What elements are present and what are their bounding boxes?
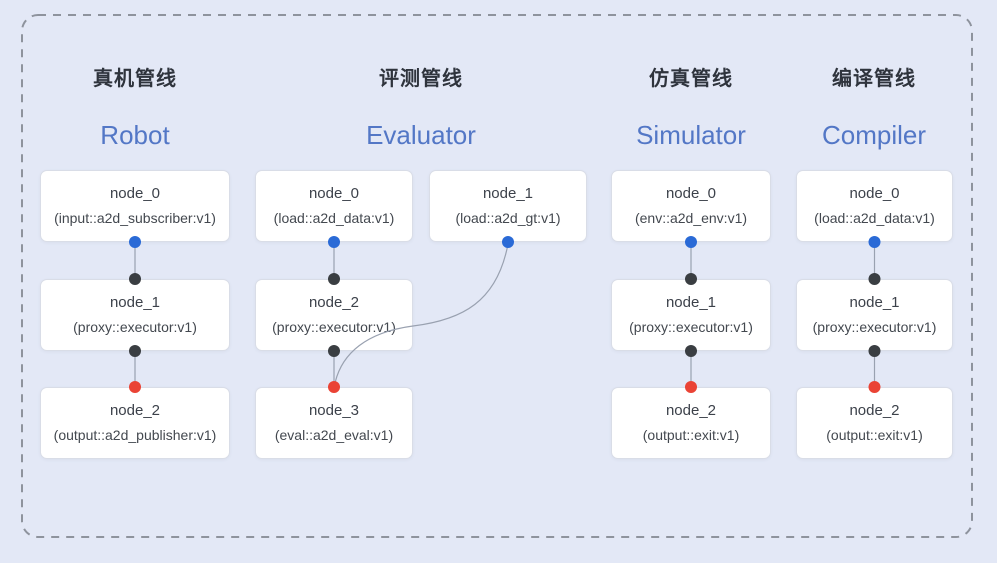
node-type: (load::a2d_data:v1) bbox=[273, 210, 395, 226]
node-name: node_0 bbox=[308, 185, 360, 202]
pipeline-title-en-robot: Robot bbox=[100, 120, 170, 150]
node-type: (load::a2d_gt:v1) bbox=[455, 210, 561, 226]
node-box-robot-2: node_2 (output::a2d_publisher:v1) bbox=[40, 387, 230, 459]
node-type: (output::exit:v1) bbox=[826, 427, 923, 443]
pipeline-title-en-evaluator: Evaluator bbox=[366, 120, 476, 150]
node-name: node_0 bbox=[665, 185, 717, 202]
node-type: (proxy::executor:v1) bbox=[812, 319, 937, 335]
node-name: node_0 bbox=[109, 185, 161, 202]
node-box-simulator-1: node_1 (proxy::executor:v1) bbox=[611, 279, 771, 351]
pipeline-title-zh-evaluator: 评测管线 bbox=[379, 68, 463, 90]
node-box-robot-0: node_0 (input::a2d_subscriber:v1) bbox=[40, 170, 230, 242]
pipeline-title-en-compiler: Compiler bbox=[821, 120, 927, 150]
node-name: node_3 bbox=[308, 402, 360, 419]
node-box-evaluator-3: node_3 (eval::a2d_eval:v1) bbox=[255, 387, 413, 459]
node-type: (eval::a2d_eval:v1) bbox=[274, 427, 394, 443]
node-name: node_2 bbox=[665, 402, 717, 419]
node-box-evaluator-0: node_0 (load::a2d_data:v1) bbox=[255, 170, 413, 242]
node-name: node_1 bbox=[109, 294, 161, 311]
node-type: (load::a2d_data:v1) bbox=[814, 210, 935, 226]
node-type: (proxy::executor:v1) bbox=[272, 319, 396, 335]
node-box-evaluator-2: node_2 (proxy::executor:v1) bbox=[255, 279, 413, 351]
pipeline-title-zh-robot: 真机管线 bbox=[93, 68, 177, 90]
node-type: (output::exit:v1) bbox=[642, 427, 740, 443]
pipeline-title-zh-compiler: 编译管线 bbox=[832, 68, 916, 90]
node-type: (env::a2d_env:v1) bbox=[634, 210, 748, 226]
node-name: node_1 bbox=[482, 185, 534, 202]
node-name: node_2 bbox=[109, 402, 161, 419]
node-box-evaluator-1: node_1 (load::a2d_gt:v1) bbox=[429, 170, 587, 242]
node-box-simulator-2: node_2 (output::exit:v1) bbox=[611, 387, 771, 459]
node-name: node_0 bbox=[849, 185, 900, 202]
node-box-compiler-0: node_0 (load::a2d_data:v1) bbox=[796, 170, 953, 242]
node-box-robot-1: node_1 (proxy::executor:v1) bbox=[40, 279, 230, 351]
node-name: node_2 bbox=[308, 294, 360, 311]
node-type: (proxy::executor:v1) bbox=[629, 319, 753, 335]
node-box-compiler-2: node_2 (output::exit:v1) bbox=[796, 387, 953, 459]
node-type: (output::a2d_publisher:v1) bbox=[53, 427, 217, 443]
node-box-compiler-1: node_1 (proxy::executor:v1) bbox=[796, 279, 953, 351]
node-type: (input::a2d_subscriber:v1) bbox=[54, 210, 216, 226]
node-name: node_1 bbox=[849, 294, 900, 311]
node-name: node_1 bbox=[665, 294, 717, 311]
node-type: (proxy::executor:v1) bbox=[73, 319, 197, 335]
node-box-simulator-0: node_0 (env::a2d_env:v1) bbox=[611, 170, 771, 242]
node-name: node_2 bbox=[849, 402, 900, 419]
